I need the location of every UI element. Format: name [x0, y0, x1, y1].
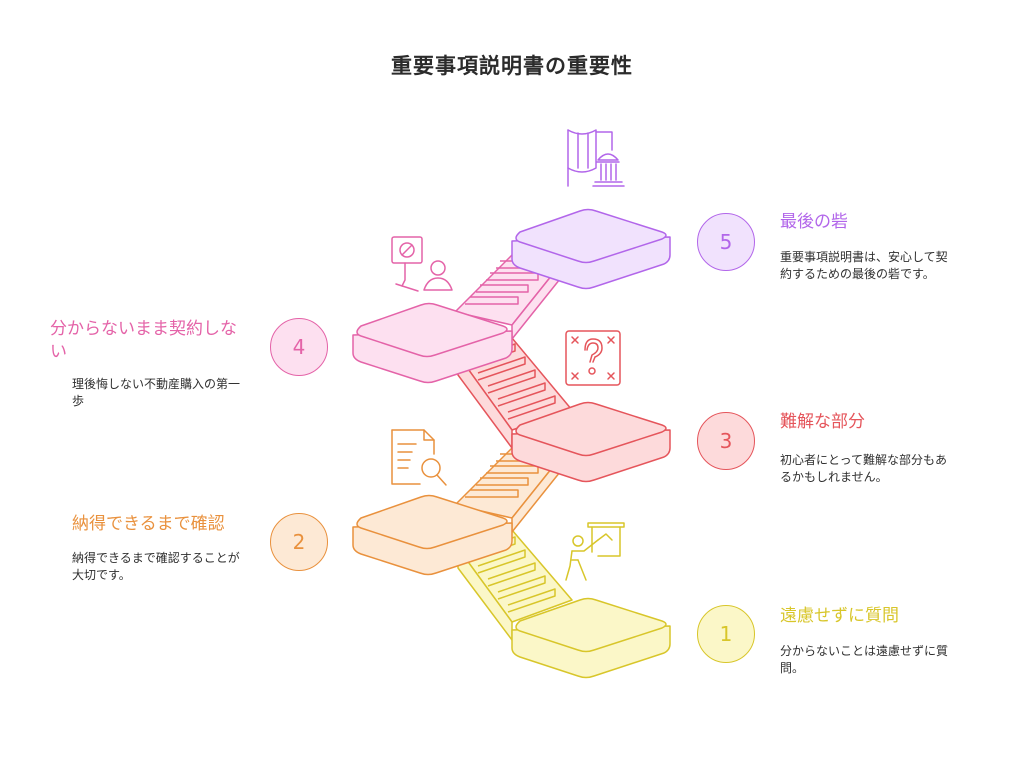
step-description-3: 初心者にとって難解な部分もあるかもしれません。 — [780, 453, 948, 484]
step-number-4: 4 — [270, 318, 328, 376]
platform-5 — [511, 208, 671, 290]
step-heading-5: 最後の砦 — [780, 212, 848, 232]
step-number-3: 3 — [697, 412, 755, 470]
step-description-1: 分からないことは遠慮せずに質問。 — [780, 644, 949, 675]
step-number-2: 2 — [270, 513, 328, 571]
step-description-5: 重要事項説明書は、安心して契約するための最後の砦です。 — [780, 250, 948, 281]
platform-1 — [511, 597, 671, 679]
step-description-2: 納得できるまで確認することが大切です。 — [72, 551, 240, 582]
question-box-icon — [565, 330, 621, 386]
presenter-board-icon — [565, 522, 625, 581]
page-title: 重要事項説明書の重要性 — [391, 54, 633, 78]
document-search-icon — [391, 429, 447, 486]
step-number-5: 5 — [697, 213, 755, 271]
platform-3 — [511, 401, 671, 483]
step-heading-1: 遠慮せずに質問 — [780, 606, 899, 626]
platform-2 — [352, 494, 513, 576]
step-heading-4: 分からないまま契約しない — [50, 319, 237, 362]
step-heading-3: 難解な部分 — [780, 412, 865, 432]
platform-4 — [352, 302, 513, 384]
prohibited-person-icon — [391, 236, 453, 292]
step-heading-2: 納得できるまで確認 — [72, 514, 225, 534]
step-description-4: 理後悔しない不動産購入の第一歩 — [72, 377, 241, 408]
step-number-1: 1 — [697, 605, 755, 663]
flag-bank-icon — [567, 129, 625, 187]
